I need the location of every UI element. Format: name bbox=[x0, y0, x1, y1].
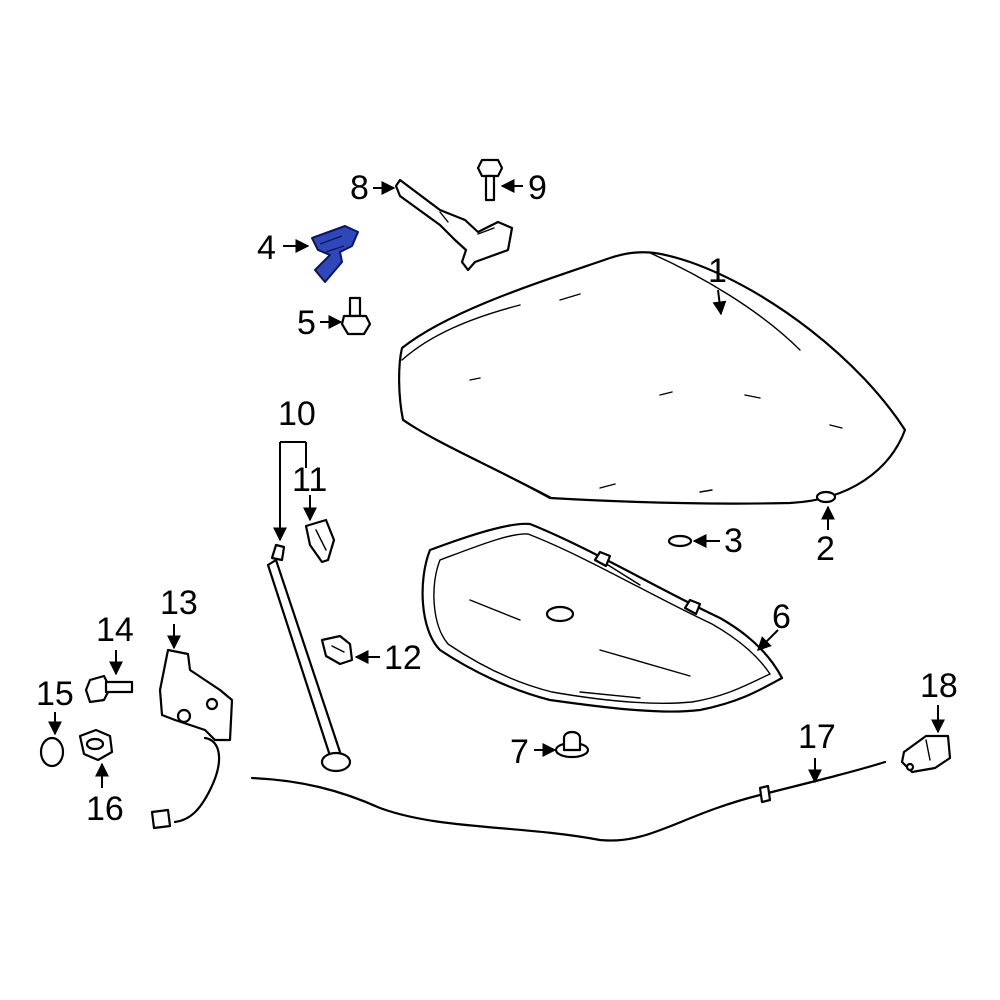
clip-part-11[interactable] bbox=[304, 518, 336, 564]
hinge-part-8[interactable] bbox=[394, 178, 514, 272]
leader-1 bbox=[712, 289, 727, 316]
seal-part-3[interactable] bbox=[667, 534, 693, 548]
callout-9: 9 bbox=[528, 169, 547, 207]
callout-3: 3 bbox=[724, 522, 743, 560]
callout-1: 1 bbox=[708, 252, 727, 290]
callout-14: 14 bbox=[96, 611, 134, 649]
bolt-part-9[interactable] bbox=[476, 158, 504, 202]
cap-part-15[interactable] bbox=[39, 736, 65, 768]
nut-part-16[interactable] bbox=[78, 728, 114, 762]
callout-15: 15 bbox=[36, 675, 74, 713]
callout-13: 13 bbox=[160, 584, 198, 622]
clip-part-7[interactable] bbox=[554, 730, 590, 759]
release-cable-part-17[interactable] bbox=[250, 760, 887, 842]
hood-insulator-part-6[interactable] bbox=[421, 522, 784, 713]
callout-2: 2 bbox=[816, 530, 835, 568]
bolt-part-14[interactable] bbox=[84, 674, 134, 704]
cushion-part-12[interactable] bbox=[320, 634, 354, 666]
support-rod-part-10[interactable] bbox=[266, 543, 352, 773]
callout-8: 8 bbox=[350, 169, 369, 207]
callout-4: 4 bbox=[257, 229, 276, 267]
callout-16: 16 bbox=[86, 790, 124, 828]
hood-part-1[interactable] bbox=[398, 251, 907, 505]
leader-6 bbox=[757, 629, 779, 651]
callout-10: 10 bbox=[278, 395, 316, 433]
stud-bolt-part-5[interactable] bbox=[340, 296, 372, 336]
callout-6: 6 bbox=[772, 598, 791, 636]
grommet-part-2[interactable] bbox=[815, 490, 837, 504]
release-handle-part-18[interactable] bbox=[900, 734, 952, 774]
callout-11: 11 bbox=[292, 461, 327, 499]
callout-17: 17 bbox=[798, 718, 836, 756]
callout-18: 18 bbox=[920, 667, 958, 705]
bracket-part-4[interactable] bbox=[311, 225, 359, 283]
hood-lock-part-13[interactable] bbox=[150, 648, 234, 830]
callout-7: 7 bbox=[510, 733, 529, 771]
callout-12: 12 bbox=[384, 639, 422, 677]
callout-5: 5 bbox=[297, 304, 316, 342]
